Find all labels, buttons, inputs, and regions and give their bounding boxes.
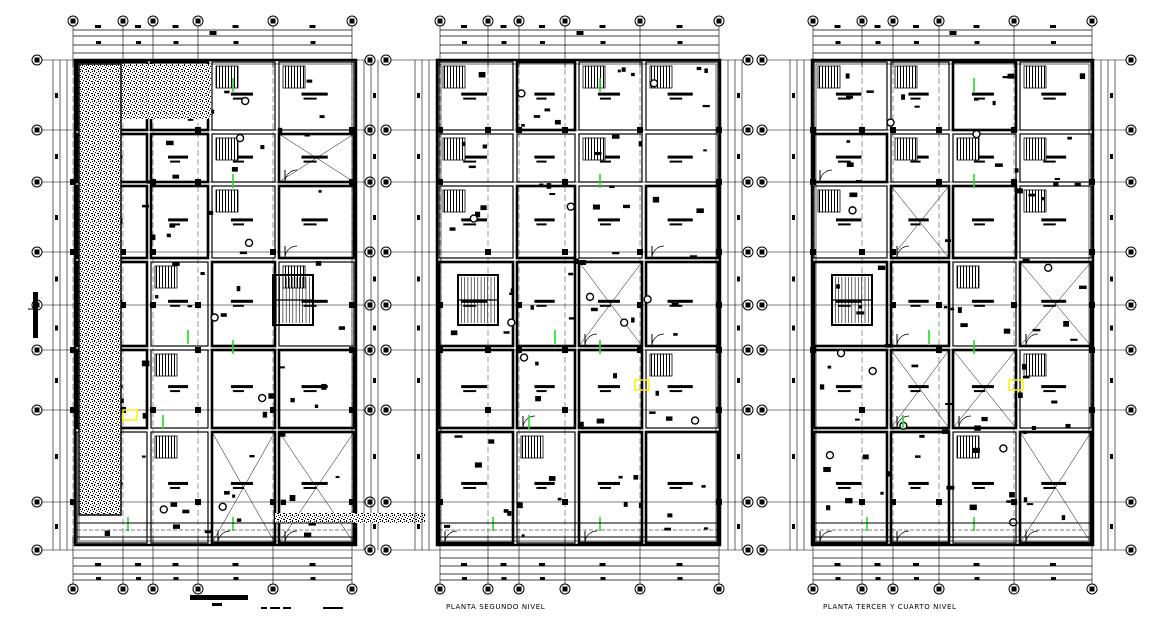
fixture-circle-icon [1009,518,1018,527]
fixture-circle-icon [235,133,245,143]
gravel-strip [78,63,425,523]
floor-plan-third-fourth-level [756,15,1137,595]
door-swing-icon [819,169,833,183]
fixture-circle-icon [240,96,250,106]
fixture-circle-icon [836,348,846,358]
fixture-circle-icon [159,505,168,514]
stair [831,274,873,326]
fixture-circle-icon [999,444,1008,453]
fixture-circle-icon [519,353,529,362]
highlight-box [122,409,138,421]
fixture-circle-icon [868,366,877,376]
caption-second-level: PLANTA SEGUNDO NIVEL [446,603,546,611]
fixture-circle-icon [257,393,267,403]
floor-plan-second-level [380,15,754,595]
fixture-circle-icon [566,202,575,211]
fixture-circle-icon [690,416,700,425]
fixture-circle-icon [218,502,227,511]
caption-third-fourth-level: PLANTA TERCER Y CUARTO NIVEL [823,603,957,611]
plans-layer [28,15,1137,609]
door-swing-icon [651,333,665,347]
fixture-circle-icon [619,318,629,327]
floor-plan-first-level [28,15,425,609]
door-swing-icon [1025,333,1039,347]
fixture-circle-icon [972,129,981,139]
fixture-circle-icon [848,206,857,215]
fixture-circle-icon [649,79,659,88]
fixture-circle-icon [244,238,254,248]
door-swing-icon [896,333,910,347]
fixture-circle-icon [825,450,835,460]
fixture-circle-icon [585,292,595,302]
highlight-box [1008,379,1024,391]
fixture-circle-icon [1044,263,1053,273]
stair [457,274,499,326]
stair [272,274,314,326]
fixture-circle-icon [643,295,652,304]
fixture-circle-icon [507,318,516,327]
fixture-circle-icon [886,118,895,127]
fixture-circle-icon [517,89,526,98]
door-swing-icon [958,415,972,429]
highlight-box [634,379,650,391]
fixture-circle-icon [210,313,219,322]
fixture-circle-icon [469,214,479,223]
